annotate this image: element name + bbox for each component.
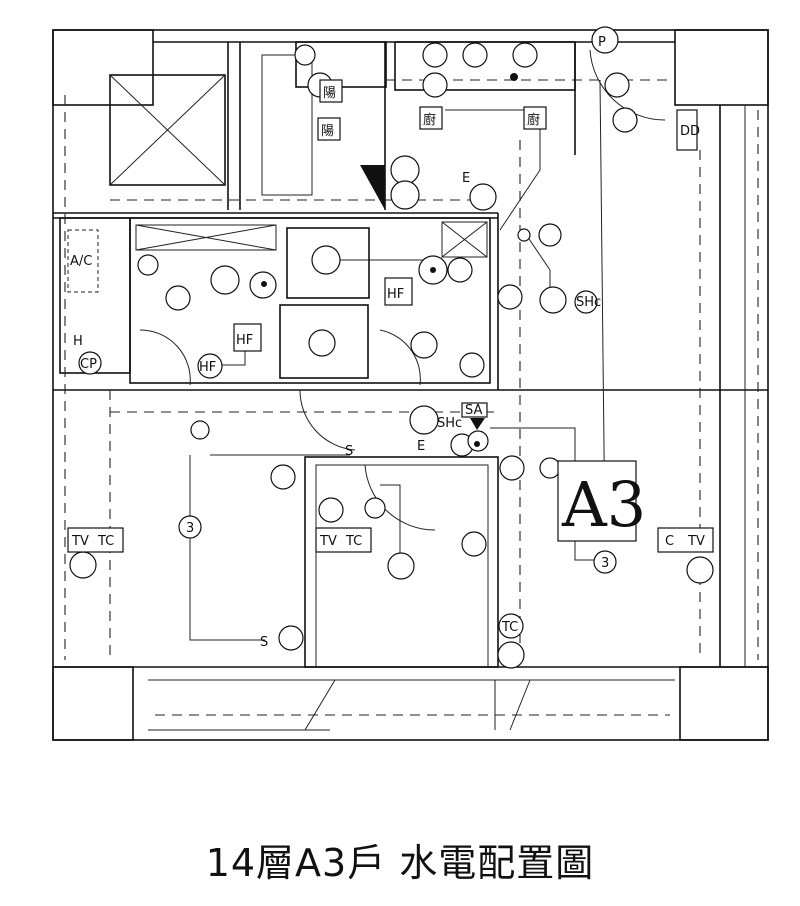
hf-label: HF bbox=[199, 360, 216, 375]
e-label: E bbox=[462, 171, 470, 186]
kitchen-outlet-label: 廚 bbox=[527, 112, 540, 128]
shc-label: SHc bbox=[576, 295, 601, 310]
circuit-label: 3 bbox=[601, 556, 609, 571]
symbol-labels: P 陽 陽 廚 廚 DD E A/C H CP HF HF HF SHc SA … bbox=[67, 26, 714, 650]
ac-label: A/C bbox=[70, 254, 92, 269]
tv-outlet-label: TV bbox=[71, 534, 89, 549]
circuit-label: 3 bbox=[186, 521, 194, 536]
kitchen-outlet-label: 廚 bbox=[423, 112, 436, 128]
shc-label: SHc bbox=[437, 416, 462, 431]
tc-outlet-label: TC bbox=[501, 620, 518, 635]
tv-outlet-label: TV bbox=[687, 534, 705, 549]
hf-label: HF bbox=[236, 333, 253, 348]
page-title: 14層A3戶 水電配置圖 bbox=[205, 841, 595, 885]
hf-label: HF bbox=[387, 287, 404, 302]
switch-label: S bbox=[345, 444, 353, 459]
fixtures bbox=[69, 42, 714, 669]
balcony-outlet-label: 陽 bbox=[323, 86, 336, 101]
cp-label: CP bbox=[80, 357, 97, 372]
sa-label: SA bbox=[465, 403, 482, 418]
unit-label: A3 bbox=[561, 468, 646, 541]
switch-label: S bbox=[260, 635, 268, 650]
tc-outlet-label: TC bbox=[97, 534, 114, 549]
c-outlet-label: C bbox=[665, 534, 674, 549]
e-label: E bbox=[417, 439, 425, 454]
balcony-outlet-label: 陽 bbox=[321, 124, 334, 139]
tc-outlet-label: TC bbox=[345, 534, 362, 549]
panel-label: P bbox=[598, 35, 606, 50]
dd-label: DD bbox=[680, 124, 700, 139]
walls bbox=[52, 29, 769, 741]
tv-outlet-label: TV bbox=[319, 534, 337, 549]
h-label: H bbox=[73, 334, 83, 349]
